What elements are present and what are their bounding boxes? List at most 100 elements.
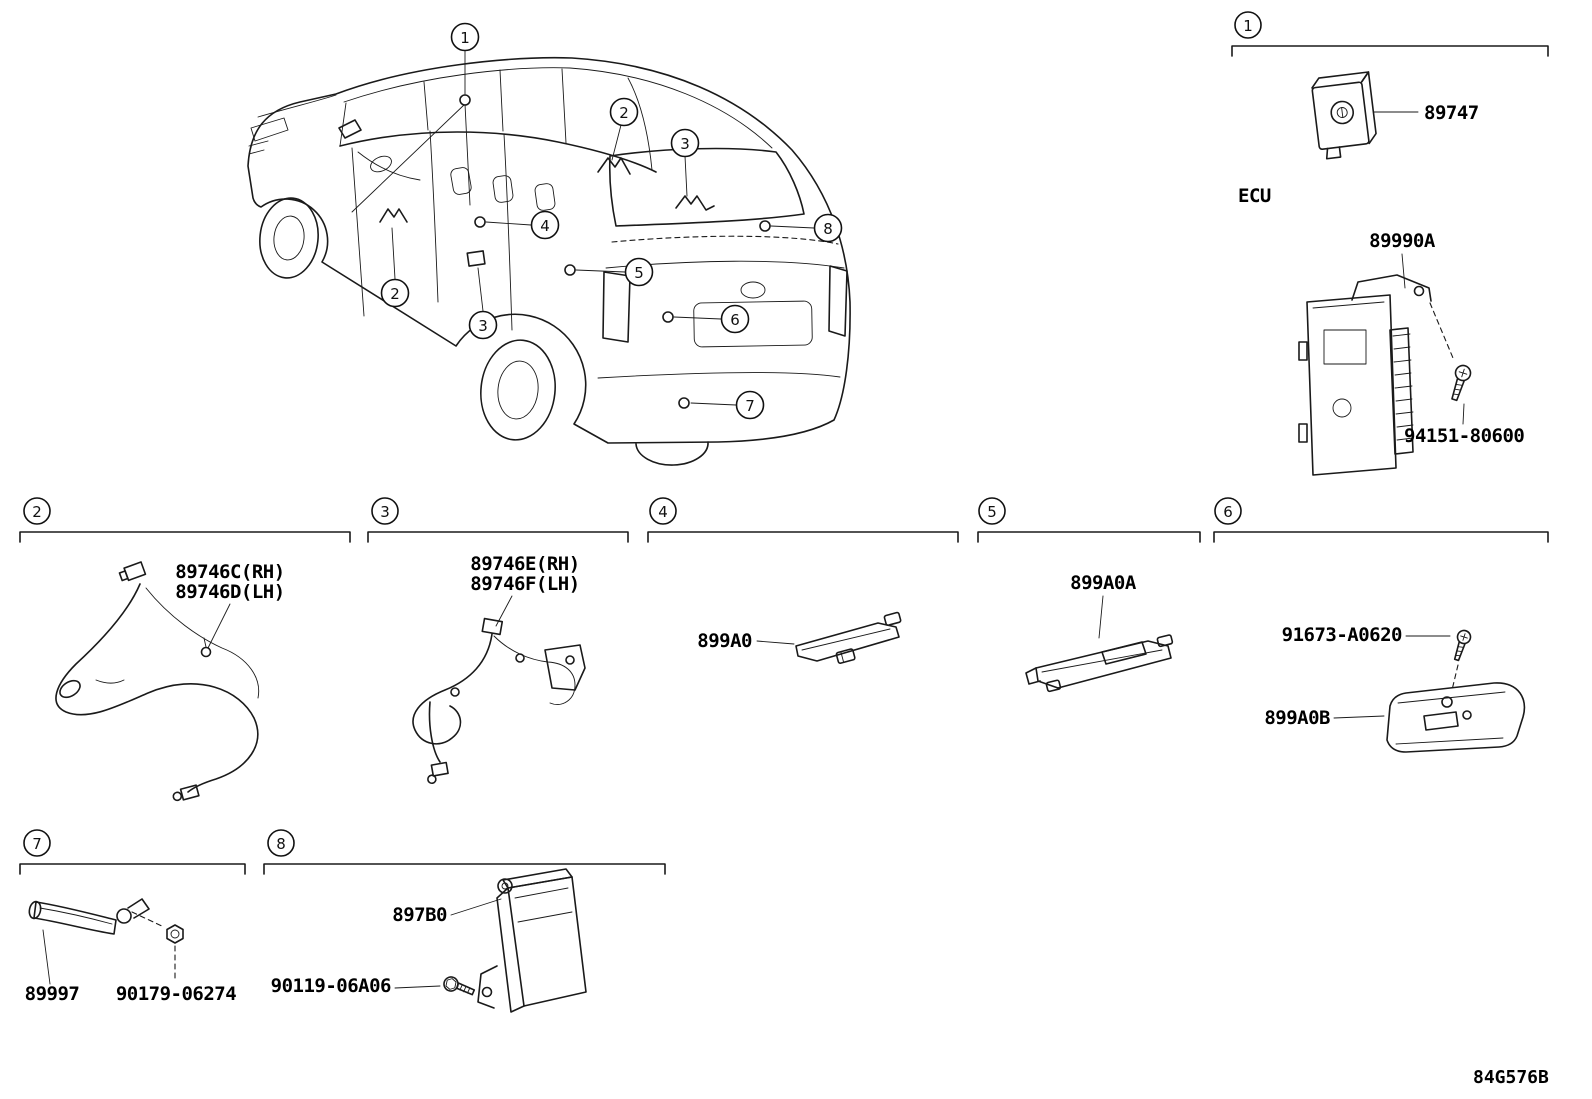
part-drawing-899a0b: [1386, 682, 1526, 753]
callout-2b-label: 2: [390, 285, 400, 303]
section-3-bracket: [367, 531, 629, 543]
callout-2-door: 2: [380, 278, 410, 308]
screw-94151: [1451, 364, 1472, 402]
tailgate-opening-dashed: [611, 235, 839, 245]
front-wheel: [259, 197, 319, 279]
callout-7: 7: [735, 390, 765, 420]
callout-2-roof: 2: [609, 97, 639, 127]
section-1-number: 1: [1234, 11, 1262, 39]
dashboard-line: [357, 151, 421, 181]
callout-leaders: [391, 49, 815, 406]
door-seams: [351, 130, 513, 331]
callout-3-label: 3: [680, 135, 690, 153]
section-6-number: 6: [1214, 497, 1242, 525]
section-6: 6 91673-A0620 899A0B: [1213, 497, 1549, 753]
section-6-bracket: [1213, 531, 1549, 543]
callout-1-label: 1: [460, 29, 470, 47]
part-number-label: 89747: [1424, 102, 1479, 124]
belt-line: [339, 131, 657, 173]
callout-8: 8: [813, 213, 843, 243]
dashed-to-nut: [131, 911, 165, 928]
section-2: 2 89746C(RH) 89746D(LH): [19, 497, 351, 802]
section-5-number: 5: [978, 497, 1006, 525]
callout-3-mid: 3: [468, 310, 498, 340]
headlight: [250, 117, 289, 142]
callout-6-label: 6: [730, 311, 740, 329]
leader-89746cd: [207, 603, 231, 649]
part-number-label: 89746C(RH): [175, 561, 284, 583]
callout-3b-label: 3: [478, 317, 488, 335]
antenna-wire-symbol-door: [379, 208, 408, 223]
taillight-left: [602, 271, 631, 343]
rear-wheel: [480, 339, 556, 441]
section-2-number: 2: [23, 497, 51, 525]
leader-899a0: [756, 640, 795, 645]
callout-3-roof: 3: [670, 128, 700, 158]
taillight-right: [828, 265, 848, 337]
section-4-bracket: [647, 531, 959, 543]
part-number-label: 899A0B: [1264, 707, 1330, 729]
bumper-line: [597, 372, 841, 379]
marker-1: [459, 94, 471, 106]
pillars: [339, 68, 653, 171]
section-4-number: 4: [649, 497, 677, 525]
nut-90179: [166, 924, 184, 944]
far-rear-wheel: [635, 441, 709, 466]
part-number-label: 899A0: [697, 630, 752, 652]
section-1-bracket: [1231, 45, 1549, 57]
part-drawing-89746ef: [412, 617, 586, 785]
callout-5: 5: [624, 257, 654, 287]
section-5-number-label: 5: [987, 503, 997, 521]
leader-899a0b: [1333, 715, 1385, 719]
section-8-number: 8: [267, 829, 295, 857]
part-number-label: 89746F(LH): [470, 573, 579, 595]
license-recess: [693, 300, 813, 348]
part-drawing-897b0: [477, 868, 587, 1013]
marker-7: [678, 397, 690, 409]
section-7-bracket: [19, 863, 246, 875]
part-drawing-89990a: [1298, 274, 1432, 476]
leader-90119: [394, 985, 441, 989]
leader-94151: [1462, 403, 1465, 425]
part-number-label: 899A0A: [1070, 572, 1137, 594]
interior-projection-lines: [351, 103, 471, 213]
section-8: 8 897B0 90119-06A06: [263, 829, 666, 1013]
grille-lines: [248, 140, 269, 155]
callout-5-label: 5: [634, 264, 644, 282]
marker-6: [662, 311, 674, 323]
callout-2-label: 2: [619, 104, 629, 122]
section-7-number: 7: [23, 829, 51, 857]
section-7-number-label: 7: [32, 835, 42, 853]
leader-89997: [42, 929, 51, 985]
leader-899a0a: [1098, 595, 1104, 639]
section-5: 5 899A0A: [977, 497, 1201, 693]
section-3: 3 89746E(RH) 89746F(LH): [367, 497, 629, 785]
part-number-label: 897B0: [392, 904, 447, 926]
small-sensor-box: [466, 250, 486, 267]
callout-8-label: 8: [823, 220, 833, 238]
part-number-label: 90179-06274: [116, 983, 236, 1005]
section-3-number-label: 3: [380, 503, 390, 521]
dashed-91673-to-899a0b: [1451, 664, 1459, 691]
section-1: 1 89747 ECU 89990A: [1231, 11, 1549, 476]
emblem: [740, 281, 766, 299]
part-number-label: 91673-A0620: [1282, 624, 1402, 646]
part-drawing-899a0: [795, 611, 902, 664]
section-4: 4 899A0: [647, 497, 959, 664]
marker-5: [564, 264, 576, 276]
hood-crease: [257, 94, 337, 118]
part-number-label: 89746D(LH): [175, 581, 284, 603]
rear-window: [608, 147, 805, 227]
callout-7-label: 7: [745, 397, 755, 415]
leader-897b0: [450, 898, 502, 916]
section-8-bracket: [263, 863, 666, 875]
section-3-number: 3: [371, 497, 399, 525]
part-drawing-89997: [28, 898, 150, 935]
section-5-bracket: [977, 531, 1201, 543]
part-number-label: 90119-06A06: [271, 975, 391, 997]
part-number-label: 94151-80600: [1404, 425, 1524, 447]
section-8-number-label: 8: [276, 835, 286, 853]
part-number-label: 89990A: [1369, 230, 1436, 252]
steering-wheel: [370, 155, 392, 173]
